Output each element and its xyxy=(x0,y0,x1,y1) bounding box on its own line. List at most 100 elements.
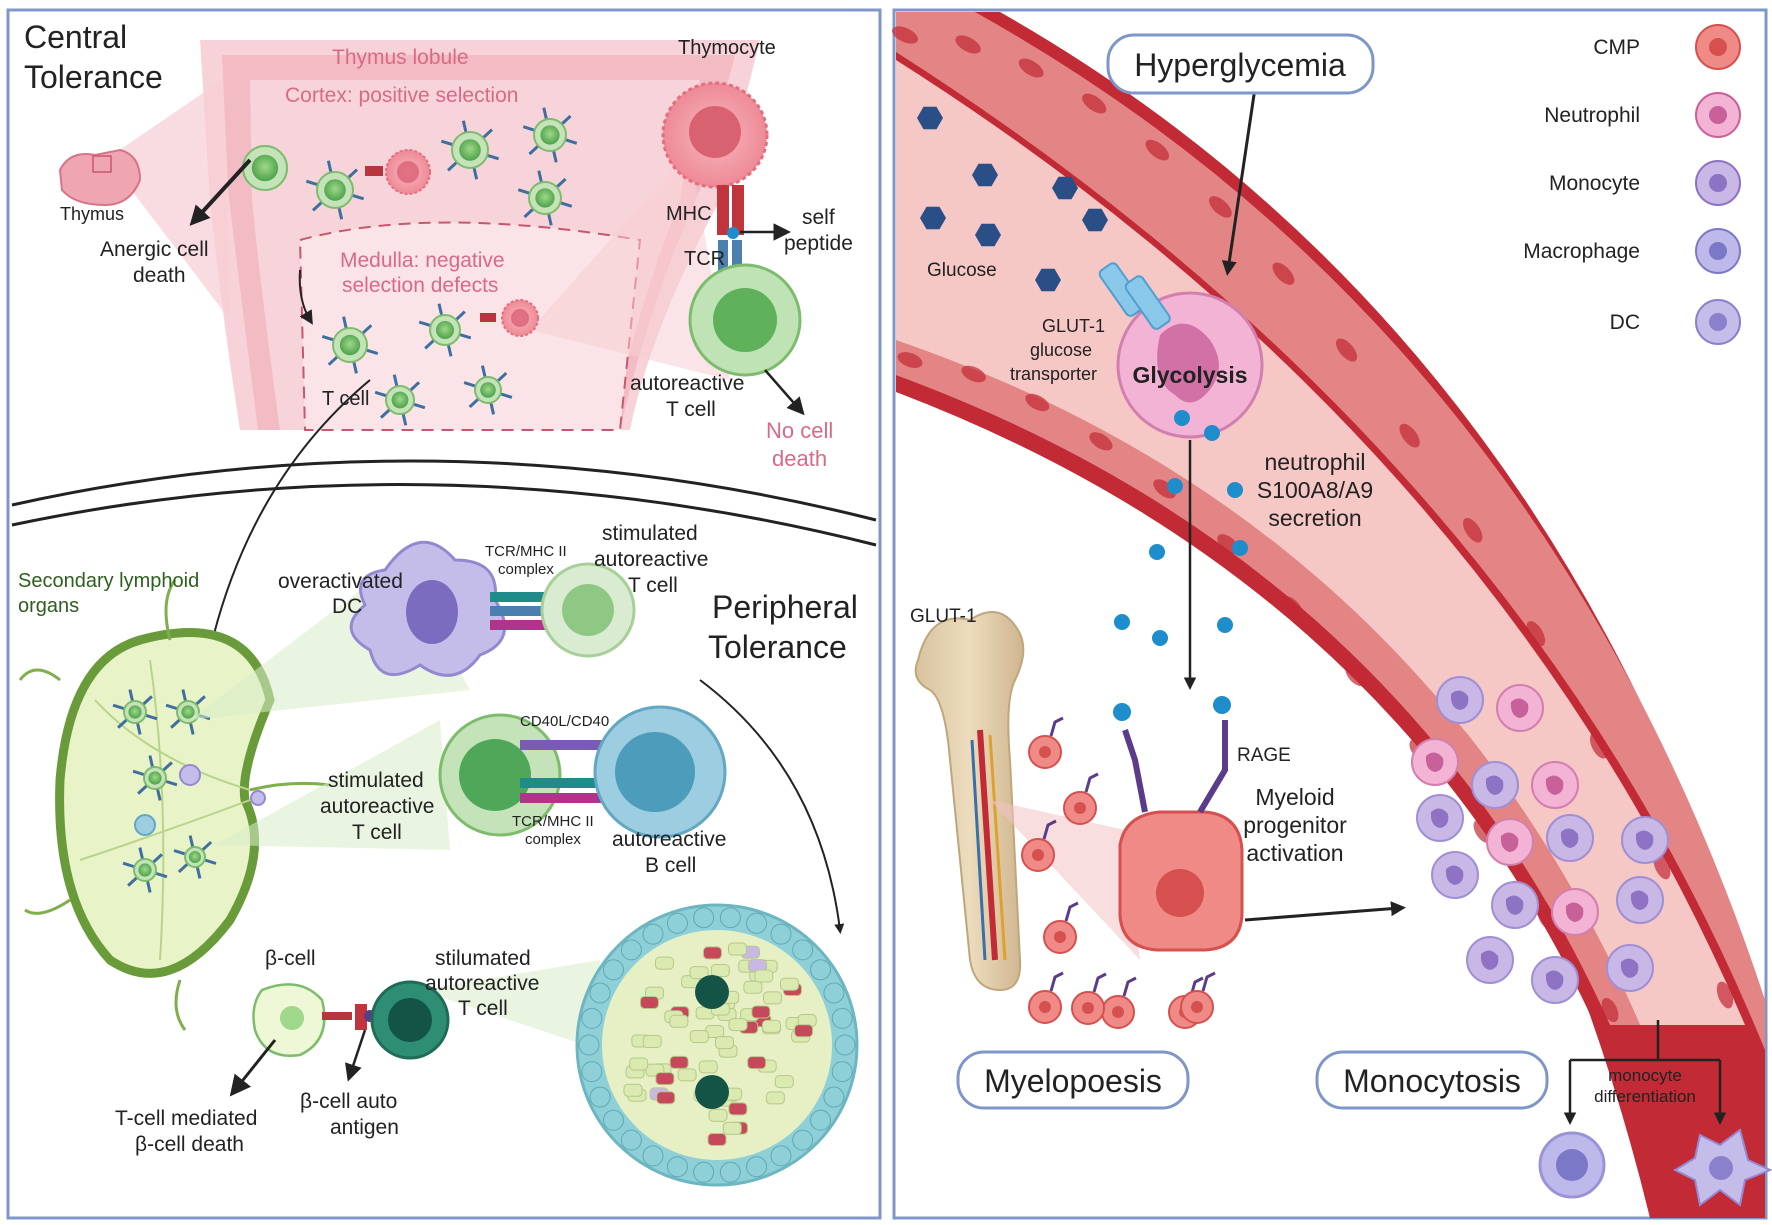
tcell-mediated-label-2: β-cell death xyxy=(135,1133,244,1156)
medulla-label-1: Medulla: negative xyxy=(340,249,505,272)
s100-dot xyxy=(1149,544,1165,560)
peripheral-title-2: Tolerance xyxy=(708,629,847,665)
rage-label: RAGE xyxy=(1237,745,1291,766)
s100-dot xyxy=(1167,478,1183,494)
islet-cell xyxy=(748,1057,766,1069)
islet-cell xyxy=(670,1015,688,1027)
stimulated-top-label-2: autoreactive xyxy=(594,548,708,571)
stimulated-top-label-3: T cell xyxy=(628,574,678,597)
islet-border-cell xyxy=(603,960,623,980)
legend-swatch-core xyxy=(1709,174,1727,192)
stimulated-mid-label-1: stimulated xyxy=(328,769,424,792)
islet-border-cell xyxy=(621,940,641,960)
thymus-label: Thymus xyxy=(60,204,124,224)
anergic-label-2: death xyxy=(133,264,186,287)
glycolysis-label: Glycolysis xyxy=(1132,362,1247,388)
islet-border-cell xyxy=(793,1130,813,1150)
islet-border-cell xyxy=(832,1062,852,1082)
autoreactive-t-label-2: T cell xyxy=(666,398,716,421)
monocyte-cell xyxy=(1617,877,1663,923)
islet-border-cell xyxy=(720,908,740,928)
islet-border-cell xyxy=(603,1110,623,1130)
islet-border-cell xyxy=(667,1157,687,1177)
cmp-cell xyxy=(1029,718,1063,768)
monocytosis-label: Monocytosis xyxy=(1343,1063,1521,1099)
islet-cell xyxy=(670,1056,688,1068)
s100-dot xyxy=(1217,617,1233,633)
medulla-label-2: selection defects xyxy=(342,274,498,297)
islet-cell xyxy=(630,1058,648,1070)
tcr-label: TCR xyxy=(684,248,725,270)
glut1-label: GLUT-1 xyxy=(910,606,977,627)
femur-bone xyxy=(916,612,1024,990)
stimulated-top-label-1: stimulated xyxy=(602,522,698,545)
islet-cell xyxy=(711,965,729,977)
thymocyte-label: Thymocyte xyxy=(678,37,776,59)
cmp-cell xyxy=(1044,903,1078,953)
tcr-mhc-mid-label-2: complex xyxy=(525,831,581,848)
secondary-lymphoid-label-1: Secondary lymphoid xyxy=(18,570,199,592)
legend-item: DC xyxy=(1610,300,1740,344)
thymus-icon xyxy=(60,150,140,205)
legend-swatch-core xyxy=(1709,106,1727,124)
cmp-cell xyxy=(1029,973,1063,1023)
islet-cell xyxy=(755,970,773,982)
cd40-label: CD40L/CD40 xyxy=(520,713,609,730)
central-peripheral-divider xyxy=(12,461,876,545)
beta-antigen-label-1: β-cell auto xyxy=(300,1090,397,1113)
autoreactive-b-cell xyxy=(595,707,725,837)
islet-cell xyxy=(643,1035,661,1047)
stilumated-label-3: T cell xyxy=(458,997,508,1020)
anergic-label-1: Anergic cell xyxy=(100,238,209,261)
islet-cell xyxy=(678,1069,696,1081)
legend-label: CMP xyxy=(1593,36,1640,59)
islet-cell xyxy=(752,1006,770,1018)
overactivated-dc-label-1: overactivated xyxy=(278,570,403,593)
no-cell-death-label-2: death xyxy=(772,446,827,471)
glut1-transporter-label-3: transporter xyxy=(1010,364,1097,384)
islet-border-cell xyxy=(643,1146,663,1166)
glucose-label: Glucose xyxy=(927,260,997,281)
monocyte-cell xyxy=(1547,815,1593,861)
islet-border-cell xyxy=(590,1087,610,1107)
autoreactive-b-label-2: B cell xyxy=(645,854,696,877)
secretion-label-2: S100A8/A9 xyxy=(1257,477,1373,503)
islet-cell xyxy=(657,1092,675,1104)
islet-cell xyxy=(775,1076,793,1088)
islet-cell xyxy=(729,1019,747,1031)
islet-border-cell xyxy=(582,1062,602,1082)
self-peptide-label-2: peptide xyxy=(784,232,853,255)
tcr-mhc-mid-label-1: TCR/MHC II xyxy=(512,813,594,830)
islet-cell xyxy=(708,1134,726,1146)
legend-label: DC xyxy=(1610,311,1640,334)
monocyte-cell xyxy=(1417,795,1463,841)
legend-swatch-core xyxy=(1709,38,1727,56)
islet-border-cell xyxy=(811,960,831,980)
beta-cell-label: β-cell xyxy=(265,947,316,970)
myeloid-label-3: activation xyxy=(1246,840,1343,866)
myeloid-label-2: progenitor xyxy=(1243,812,1347,838)
glut1-transporter-label-2: glucose xyxy=(1030,340,1092,360)
peripheral-title-1: Peripheral xyxy=(712,589,858,625)
mhc-label: MHC xyxy=(666,203,712,225)
tcr-mhc-top-label-2: complex xyxy=(498,561,554,578)
neutrophil-cell xyxy=(1532,762,1578,808)
autoreactive-t-label-1: autoreactive xyxy=(630,372,744,395)
overactivated-dc-label-2: DC xyxy=(332,595,362,618)
stilumated-label-2: autoreactive xyxy=(425,972,539,995)
islet-cell xyxy=(624,1084,642,1096)
islet-cell xyxy=(780,978,798,990)
legend-item: Monocyte xyxy=(1549,161,1740,205)
autoreactive-b-label-1: autoreactive xyxy=(612,828,726,851)
islet-border-cell xyxy=(747,1157,767,1177)
islet-border-cell xyxy=(590,983,610,1003)
monocyte-diff-label-2: differentiation xyxy=(1594,1087,1696,1106)
s100-dot xyxy=(1204,425,1220,441)
islet-cell xyxy=(656,1073,674,1085)
secretion-label-3: secretion xyxy=(1268,505,1361,531)
islet-border-cell xyxy=(824,983,844,1003)
central-tolerance-title-1: Central xyxy=(24,19,127,55)
monocyte-cell xyxy=(1472,762,1518,808)
islet-border-cell xyxy=(621,1130,641,1150)
stimulated-mid-label-3: T cell xyxy=(352,821,402,844)
